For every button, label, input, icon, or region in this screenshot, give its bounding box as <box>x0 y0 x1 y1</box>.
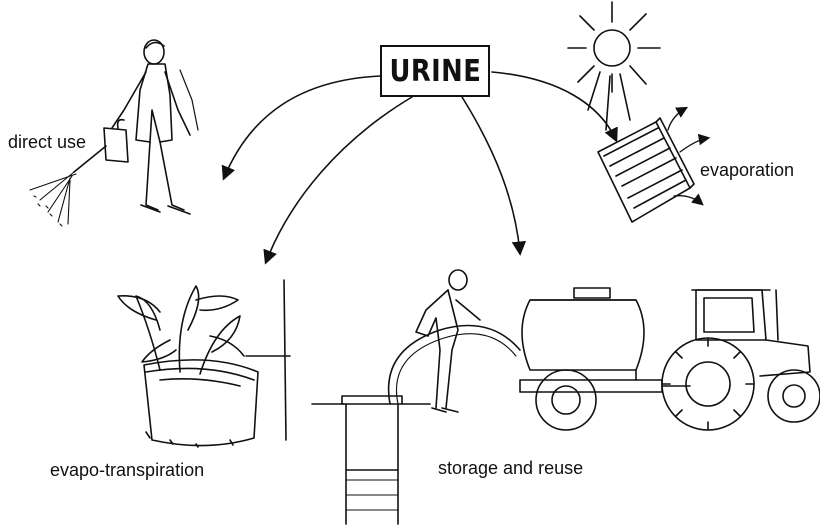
trailer-wheel-icon <box>536 370 596 430</box>
label-evapo-transpiration: evapo-transpiration <box>50 460 204 481</box>
diagram-title: URINE <box>389 54 481 89</box>
water-spray-icon <box>30 172 76 226</box>
plant-pole <box>246 280 290 440</box>
hose-icon <box>389 326 520 405</box>
arrow-to-direct-use <box>224 76 380 178</box>
label-direct-use: direct use <box>8 132 86 153</box>
sun-icon <box>568 2 660 130</box>
title-box: URINE <box>380 45 490 97</box>
arrow-to-evapo-transpiration <box>266 97 412 262</box>
tractor-front-wheel-icon <box>768 370 820 422</box>
hose-icon-inner <box>396 334 516 404</box>
arrow-to-storage <box>462 97 520 253</box>
tanker-trailer-icon <box>520 288 662 392</box>
farmer-watering-figure <box>112 40 198 214</box>
tractor-icon <box>662 290 810 386</box>
worker-figure <box>416 270 480 412</box>
tractor-rear-wheel-icon <box>662 338 754 430</box>
label-storage-and-reuse: storage and reuse <box>438 458 583 479</box>
storage-well-icon <box>312 396 430 524</box>
label-evaporation: evaporation <box>700 160 794 181</box>
